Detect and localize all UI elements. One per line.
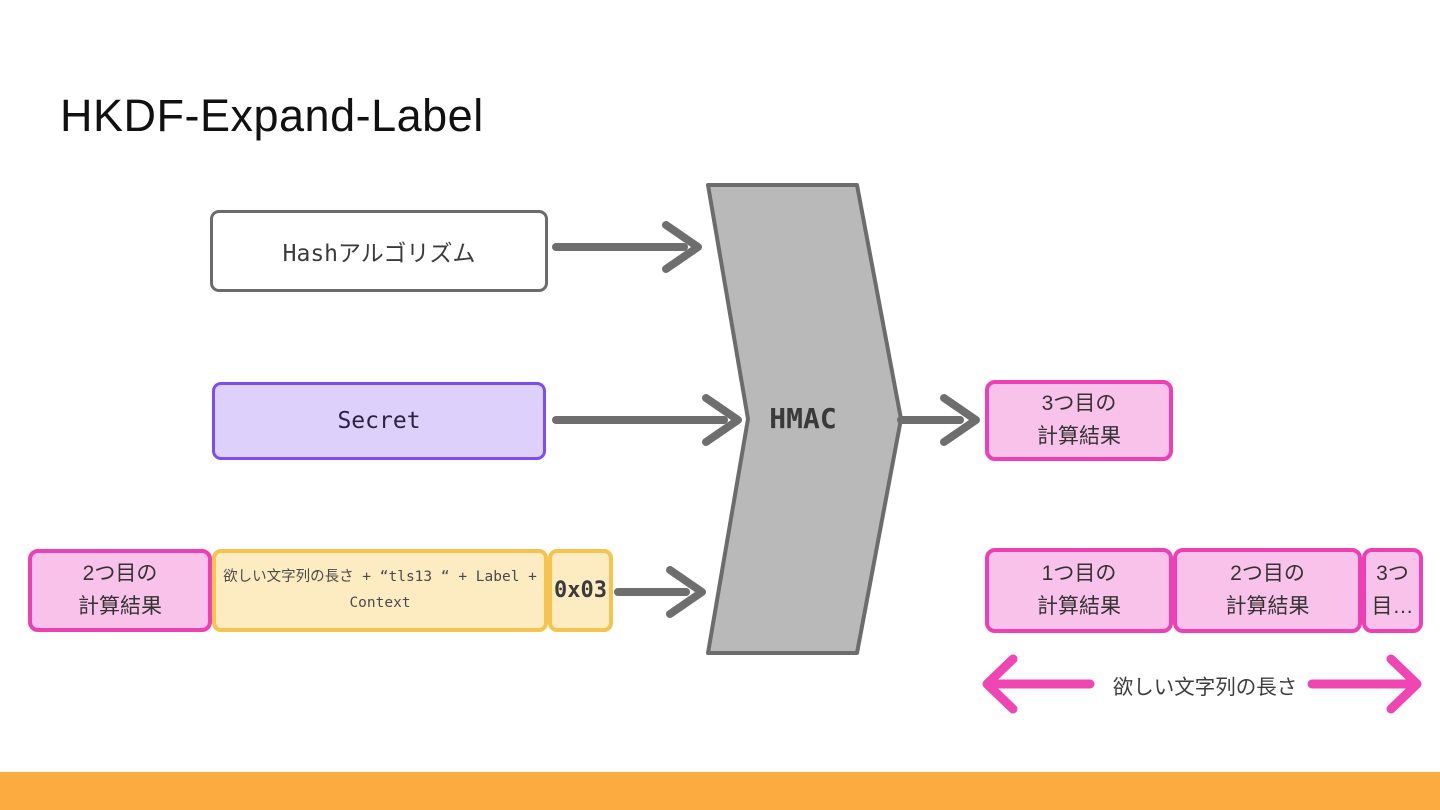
length-arrow-label: 欲しい文字列の長さ (1112, 676, 1298, 699)
bottom-accent-bar (0, 772, 1440, 810)
third-result-box: 3つ目の 計算結果 (985, 380, 1173, 461)
length-arrow-right (1307, 654, 1422, 714)
secret-box: Secret (212, 382, 546, 460)
arrow-hash-to-hmac (552, 221, 702, 273)
output-block-2: 2つ目の 計算結果 (1173, 548, 1362, 633)
arrow-secret-to-hmac (552, 394, 742, 446)
counter-byte-box: 0x03 (548, 549, 613, 632)
previous-result-box: 2つ目の 計算結果 (28, 549, 212, 632)
arrow-hmac-to-result (897, 394, 980, 446)
slide-title: HKDF-Expand-Label (60, 90, 484, 141)
length-arrow-left (982, 654, 1095, 714)
label-context-box: 欲しい文字列の長さ + “tls13 “ + Label + Context (212, 549, 548, 632)
hmac-label: HMAC (769, 402, 837, 435)
hash-algorithm-box: Hashアルゴリズム (210, 210, 548, 292)
output-block-3: 3つ 目… (1362, 548, 1423, 633)
output-block-1: 1つ目の 計算結果 (985, 548, 1173, 633)
arrow-message-to-hmac (614, 566, 706, 618)
